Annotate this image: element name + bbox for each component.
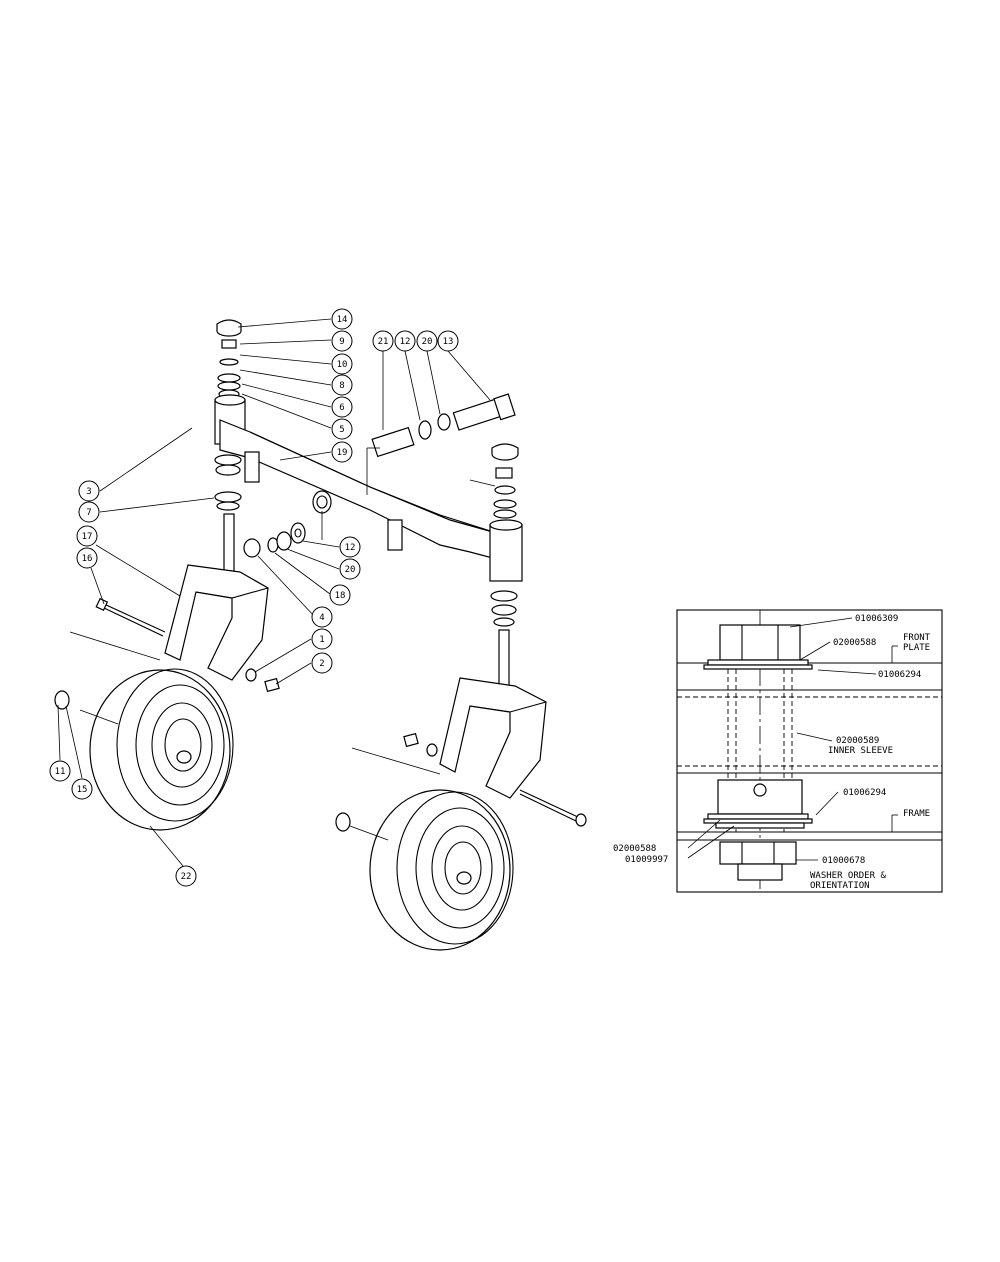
label-front-1: FRONT (903, 633, 931, 643)
callout-4: 4 (311, 606, 333, 628)
svg-text:22: 22 (181, 872, 192, 882)
svg-text:14: 14 (337, 315, 348, 325)
svg-text:2: 2 (319, 659, 324, 669)
callout-20-bottom: 20 (339, 558, 361, 580)
label-frame: FRAME (903, 809, 930, 819)
label-washer-left2: 01009997 (625, 855, 668, 865)
callout-21: 21 (372, 330, 394, 352)
callout-12-top: 12 (394, 330, 416, 352)
svg-text:13: 13 (443, 337, 454, 347)
callout-11: 11 (49, 760, 71, 782)
callout-bubbles: 14 9 10 8 6 5 19 3 7 17 16 21 12 20 13 1… (49, 308, 459, 887)
callout-13: 13 (437, 330, 459, 352)
label-sleeve-number: 02000589 (836, 736, 879, 746)
svg-text:6: 6 (339, 403, 344, 413)
svg-text:10: 10 (337, 360, 348, 370)
callout-leaders (57, 318, 491, 867)
callout-5: 5 (331, 418, 353, 440)
svg-text:11: 11 (55, 767, 66, 777)
callout-19: 19 (331, 441, 353, 463)
callout-22: 22 (175, 865, 197, 887)
callout-16: 16 (76, 547, 98, 569)
svg-text:4: 4 (319, 613, 324, 623)
svg-text:3: 3 (86, 487, 91, 497)
label-washer-top: 02000588 (833, 638, 876, 648)
svg-text:12: 12 (345, 543, 356, 553)
svg-text:16: 16 (82, 554, 93, 564)
callout-15: 15 (71, 778, 93, 800)
svg-text:1: 1 (319, 635, 324, 645)
left-caster-assembly (54, 319, 280, 831)
label-front-2: PLATE (903, 643, 930, 653)
svg-text:20: 20 (345, 565, 356, 575)
svg-text:15: 15 (77, 785, 88, 795)
svg-text:19: 19 (337, 448, 348, 458)
label-washer-left1: 02000588 (613, 844, 656, 854)
label-note-1: WASHER ORDER & (810, 871, 886, 881)
callout-7: 7 (78, 501, 100, 523)
callout-9: 9 (331, 330, 353, 352)
label-washer-bottom: 01006294 (843, 788, 886, 798)
svg-text:9: 9 (339, 337, 344, 347)
callout-3: 3 (78, 480, 100, 502)
label-sleeve-name: INNER SLEEVE (828, 746, 893, 756)
svg-text:5: 5 (339, 425, 344, 435)
callout-12-bottom: 12 (339, 536, 361, 558)
callout-1: 1 (311, 628, 333, 650)
right-caster-assembly (335, 443, 587, 951)
svg-text:7: 7 (86, 508, 91, 518)
callout-18: 18 (329, 584, 351, 606)
callout-20-top: 20 (416, 330, 438, 352)
svg-text:12: 12 (400, 337, 411, 347)
label-bolt: 01006309 (855, 614, 898, 624)
callout-6: 6 (331, 396, 353, 418)
svg-text:17: 17 (82, 532, 93, 542)
svg-text:20: 20 (422, 337, 433, 347)
callout-8: 8 (331, 374, 353, 396)
callout-10: 10 (331, 353, 353, 375)
svg-text:8: 8 (339, 381, 344, 391)
callout-14: 14 (331, 308, 353, 330)
svg-text:21: 21 (378, 337, 389, 347)
svg-text:18: 18 (335, 591, 346, 601)
axle-beam (219, 393, 516, 561)
washer-order-detail: 01006309 02000588 FRONT PLATE 01006294 0… (613, 609, 943, 893)
label-nut: 01000678 (822, 856, 865, 866)
label-washer-top2: 01006294 (878, 670, 921, 680)
label-note-2: ORIENTATION (810, 881, 870, 891)
callout-17: 17 (76, 525, 98, 547)
callout-2: 2 (311, 652, 333, 674)
